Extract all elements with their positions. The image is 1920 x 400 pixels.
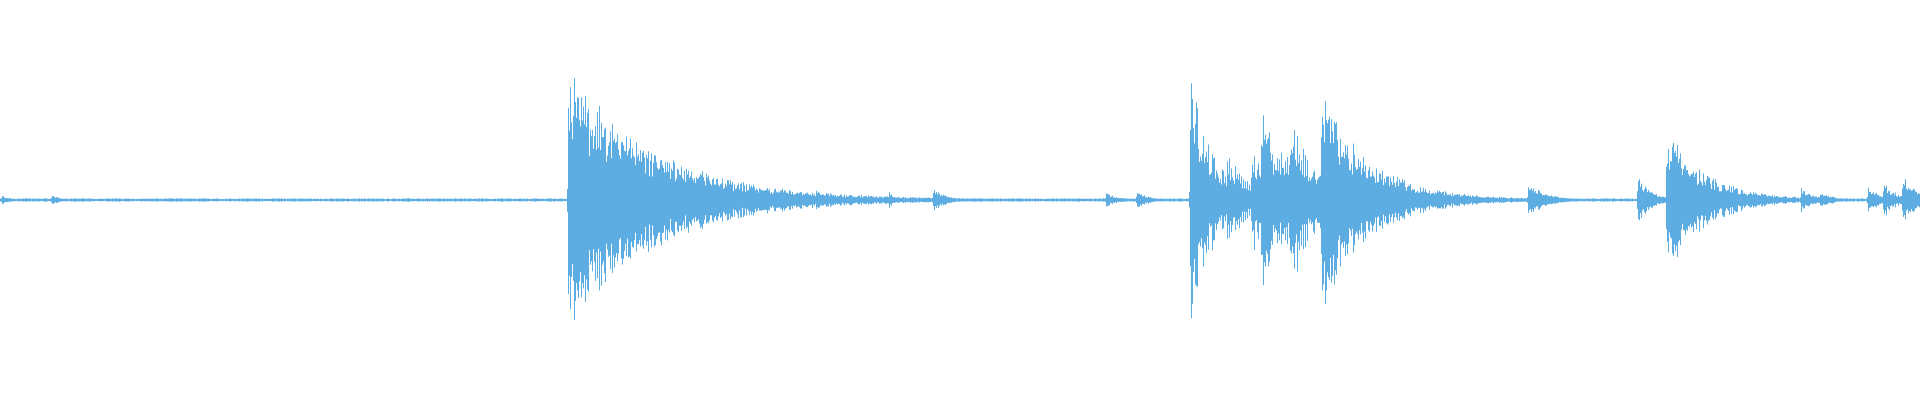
waveform-trace <box>0 78 1920 321</box>
waveform-samples <box>0 78 1920 321</box>
